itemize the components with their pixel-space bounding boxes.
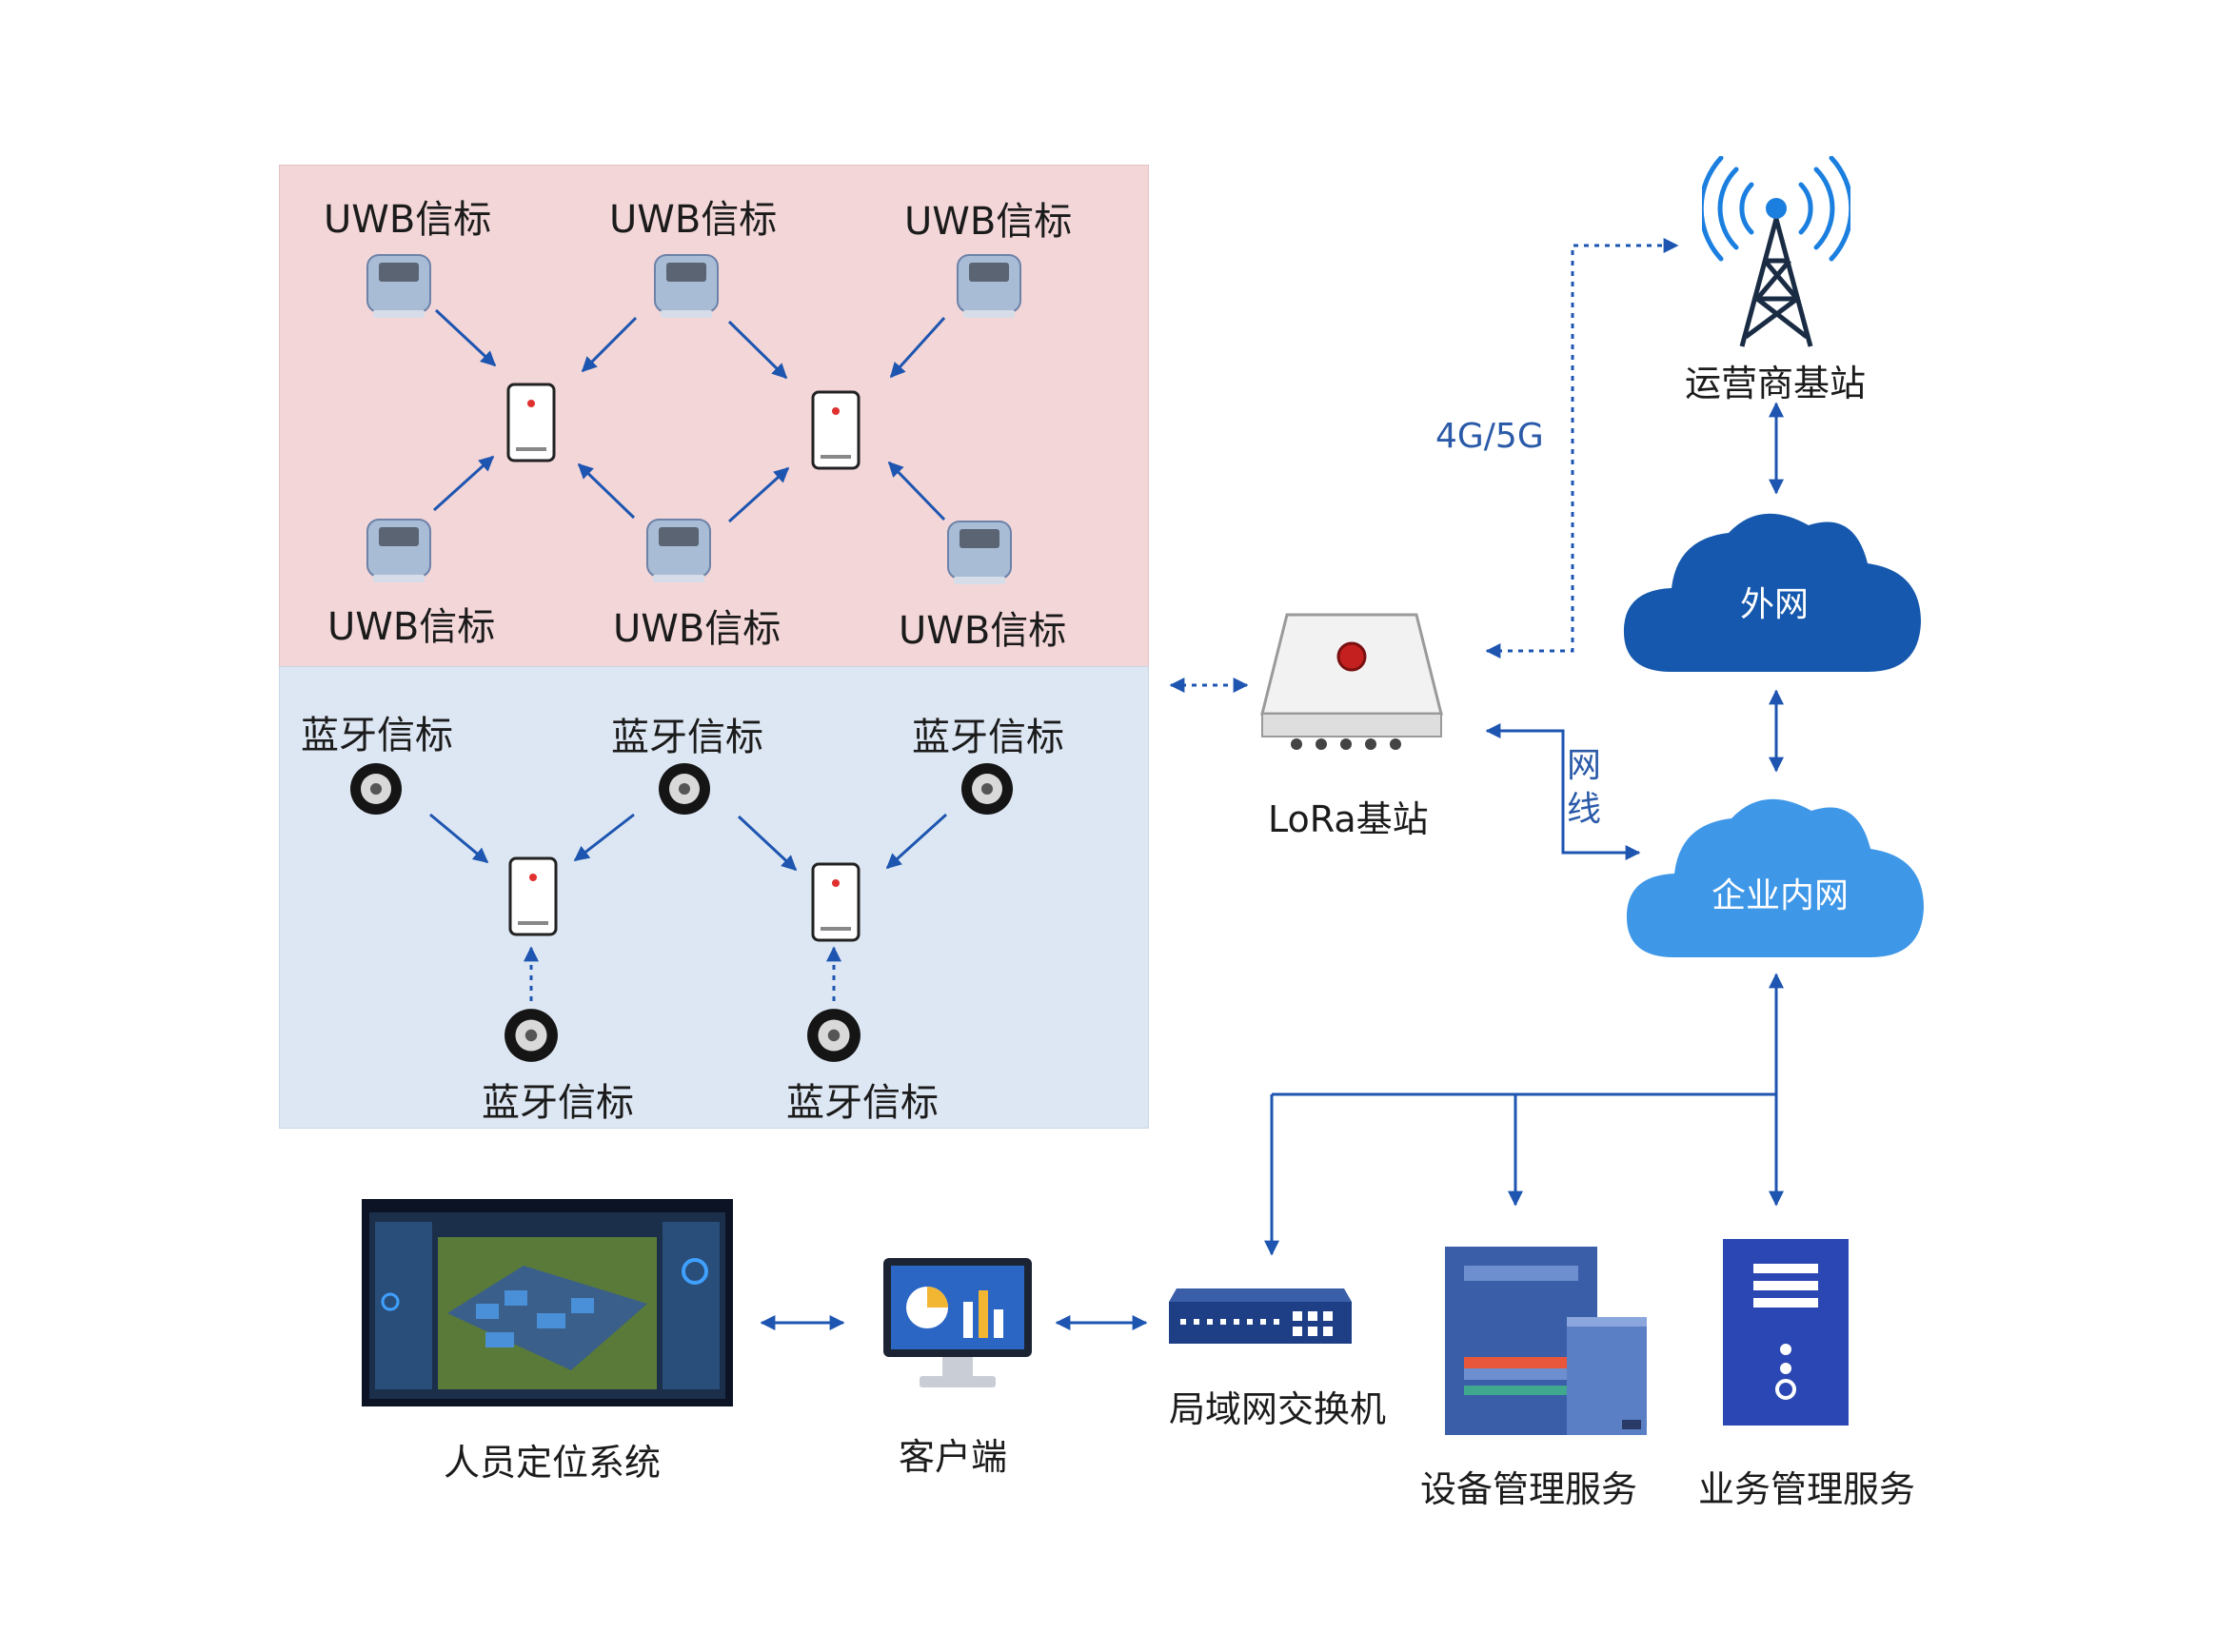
uwb-beacon-icon: [366, 518, 432, 586]
external-net-cloud-icon: [1618, 510, 1927, 678]
intranet-label: 企业内网: [1711, 876, 1850, 915]
uwb-beacon-icon: [956, 253, 1022, 322]
bt-arrow: [885, 813, 948, 870]
uwb-beacon-icon: [946, 520, 1013, 588]
bluetooth-beacon-label: 蓝牙信标: [482, 1081, 634, 1125]
uwb-beacon-icon: [653, 253, 720, 322]
uwb-arrow: [727, 466, 790, 523]
uwb-arrow: [432, 455, 495, 512]
lan-switch-label: 局域网交换机: [1169, 1388, 1387, 1430]
personnel-system-label: 人员定位系统: [444, 1442, 662, 1484]
client-label: 客户端: [899, 1436, 1008, 1478]
bt-arrow: [429, 813, 489, 864]
uwb-arrow: [727, 320, 788, 380]
bluetooth-beacon-icon: [960, 761, 1015, 816]
business-service-label: 业务管理服务: [1698, 1468, 1916, 1510]
wired-label: 网线: [1567, 746, 1602, 829]
uwb-arrow: [434, 308, 497, 367]
device-service-label: 设备管理服务: [1420, 1468, 1638, 1510]
uwb-arrow: [581, 316, 638, 373]
uwb-tag-icon: [811, 390, 861, 470]
lora-gateway-icon: [1258, 609, 1445, 752]
bluetooth-beacon-label: 蓝牙信标: [786, 1081, 939, 1125]
positioning-dashboard-screenshot: [362, 1199, 733, 1406]
uwb-beacon-icon: [366, 253, 432, 322]
device-server-icon: [1443, 1245, 1649, 1437]
link-4g-label: 4G/5G: [1435, 417, 1544, 456]
carrier-station-label: 运营商基站: [1685, 363, 1867, 404]
cell-tower-icon: [1702, 156, 1850, 350]
bluetooth-beacon-icon: [657, 761, 712, 816]
bluetooth-tag-icon: [811, 862, 861, 942]
uwb-beacon-label: UWB信标: [324, 198, 492, 242]
bluetooth-beacon-icon: [348, 761, 404, 816]
uwb-arrow: [577, 462, 636, 520]
bluetooth-beacon-label: 蓝牙信标: [912, 716, 1064, 759]
bluetooth-zone: [279, 666, 1149, 1129]
bluetooth-beacon-icon: [805, 1007, 862, 1064]
uwb-beacon-label: UWB信标: [613, 607, 782, 651]
bt-arrow: [573, 813, 635, 862]
uwb-tag-icon: [506, 383, 556, 462]
bluetooth-beacon-icon: [503, 1007, 560, 1064]
lora-wired-link: [1485, 723, 1641, 860]
bluetooth-beacon-label: 蓝牙信标: [301, 714, 453, 757]
bluetooth-beacon-label: 蓝牙信标: [611, 716, 763, 759]
lora-station-label: LoRa基站: [1268, 798, 1429, 840]
network-switch-icon: [1167, 1287, 1354, 1347]
external-net-label: 外网: [1740, 585, 1810, 624]
uwb-beacon-label: UWB信标: [609, 198, 778, 242]
lora-4g-link: [1485, 238, 1679, 659]
uwb-beacon-label: UWB信标: [327, 605, 496, 649]
uwb-arrow: [889, 316, 946, 379]
uwb-beacon-label: UWB信标: [899, 609, 1067, 653]
client-monitor-icon: [881, 1256, 1034, 1393]
business-server-icon: [1721, 1237, 1850, 1427]
bt-arrow: [737, 815, 798, 872]
intranet-cloud-icon: [1618, 796, 1932, 963]
uwb-arrow: [887, 461, 946, 521]
uwb-beacon-icon: [645, 518, 712, 586]
uwb-beacon-label: UWB信标: [904, 200, 1073, 244]
bluetooth-tag-icon: [508, 856, 558, 936]
